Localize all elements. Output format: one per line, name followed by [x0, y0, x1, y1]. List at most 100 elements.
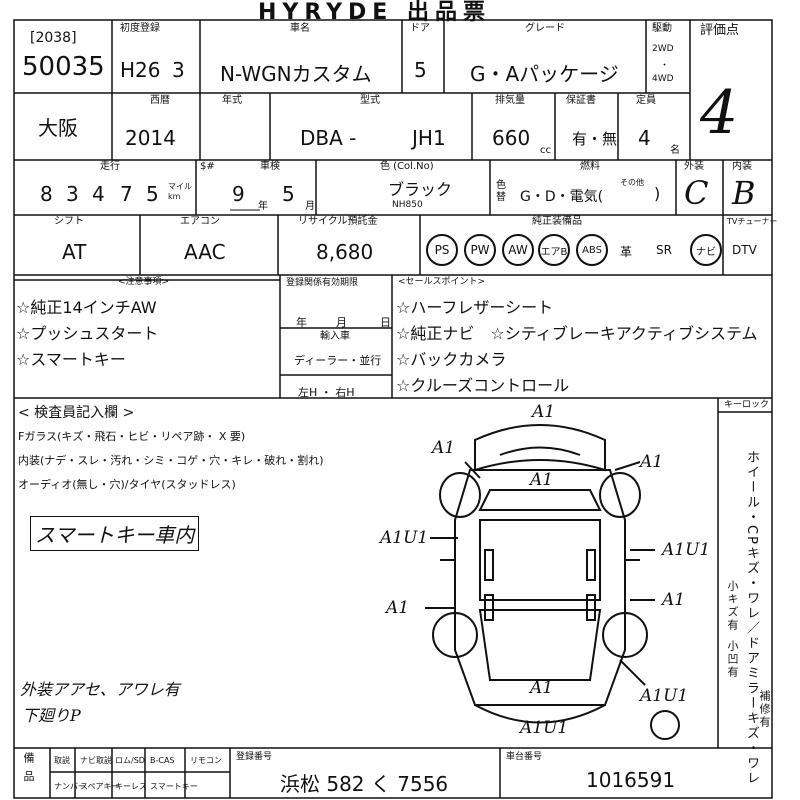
label-color: 色 (Col.No) — [380, 161, 434, 172]
page-title: HYRYDE 出品票 — [258, 0, 491, 25]
label-shift: シフト — [54, 216, 84, 227]
damage-mark-hood: A1 — [530, 470, 554, 490]
label-chassis: 車台番号 — [506, 752, 543, 762]
selling-point-3: ☆バックカメラ — [396, 350, 507, 369]
right-column-text: ホイール・CPキズ・ワレ／ドアミラーキズ・ワレ — [744, 450, 759, 786]
label-year-model: 年式 — [222, 95, 242, 106]
equip-abs: ABS — [576, 234, 608, 266]
label-color-change: 色 替 — [496, 180, 506, 203]
equip-navi: ナビ — [690, 234, 722, 266]
color-code: NH850 — [392, 200, 423, 210]
inspector-glass: Fガラス(キズ・飛石・ヒビ・リペア跡・ X 要) — [18, 430, 246, 443]
doors: 5 — [414, 58, 427, 82]
odo-digit-4: 7 — [120, 182, 133, 206]
handle-side: 左H ・ 右H — [298, 386, 355, 399]
fuel-other: その他 — [620, 178, 644, 187]
lot-bracket: [2038] — [30, 30, 77, 46]
displacement: 660 — [492, 126, 531, 150]
first-reg-era: H26 — [120, 58, 161, 82]
fuel-close: ) — [654, 184, 661, 203]
odo-units: マイル km — [168, 182, 192, 201]
inspection-month: 5 — [282, 182, 295, 206]
deadline-year: 年 — [296, 316, 307, 329]
label-drive: 駆動 — [652, 23, 672, 34]
label-interior: 内装 — [732, 161, 752, 172]
label-first-reg: 初度登録 — [120, 23, 160, 34]
label-aircon: エアコン — [180, 216, 220, 227]
exterior-grade: C — [684, 174, 709, 212]
damage-mark-left-door: A1U1 — [380, 528, 429, 548]
label-selling-points: <セールスポイント> — [398, 277, 486, 287]
odo-digit-5: 5 — [146, 182, 159, 206]
note-3: ☆スマートキー — [16, 350, 126, 369]
label-reg-deadline: 登録関係有効期限 — [286, 278, 359, 288]
model-code: JH1 — [412, 126, 446, 150]
label-recycle: リサイクル預託金 — [298, 216, 378, 227]
right-small-1: 小キズ有 — [726, 580, 739, 632]
chassis-number: 1016591 — [586, 768, 676, 792]
acc-plate: ナンバー — [54, 782, 86, 791]
label-notes: <注意事項> — [118, 277, 170, 287]
odo-digit-3: 4 — [92, 182, 105, 206]
equip-leather: 革 — [620, 245, 633, 259]
selling-point-4: ☆クルーズコントロール — [396, 376, 570, 395]
acc-rom-sd: ロム/SD — [115, 756, 145, 765]
capacity: 4 — [638, 126, 651, 150]
acc-spare-key: スペアキー — [80, 782, 120, 791]
right-small-2: 小凹有 — [726, 640, 739, 679]
acc-bcas: B-CAS — [150, 756, 175, 765]
label-tax: $# — [200, 161, 215, 172]
acc-manual: 取説 — [54, 756, 70, 765]
acc-navi-manual: ナビ取説 — [80, 756, 112, 765]
label-inspector: < 検査員記入欄 > — [18, 405, 135, 421]
label-capacity: 定員 — [636, 95, 656, 106]
handwritten-underbody-note: 下廻りP — [22, 706, 81, 725]
selling-point-1: ☆ハーフレザーシート — [396, 298, 554, 317]
note-1: ☆純正14インチAW — [16, 298, 157, 317]
equip-sunroof: SR — [656, 243, 672, 257]
label-capacity-unit: 名 — [670, 145, 680, 156]
label-warranty: 保証書 — [566, 95, 596, 106]
score: 4 — [700, 78, 739, 148]
deadline-day: 日 — [380, 316, 391, 329]
equip-pw: PW — [464, 234, 496, 266]
label-accessories: 備 品 — [22, 752, 35, 784]
label-reg-number: 登録番号 — [236, 752, 273, 762]
grade: G・Aパッケージ — [470, 62, 619, 86]
color: ブラック — [388, 180, 453, 199]
label-inspection: 車検 — [260, 161, 280, 172]
interior-grade: B — [732, 174, 756, 212]
first-reg-month: 3 — [172, 58, 185, 82]
label-exterior: 外装 — [684, 161, 704, 172]
label-mileage: 走行 — [100, 161, 120, 172]
region: 大阪 — [38, 116, 78, 140]
model-prefix: DBA - — [300, 126, 357, 150]
damage-mark-left-rear: A1 — [386, 598, 410, 618]
odo-digit-2: 3 — [66, 182, 79, 206]
shift: AT — [62, 240, 87, 264]
damage-mark-right-door: A1U1 — [662, 540, 711, 560]
damage-mark-rear-right: A1U1 — [640, 686, 689, 706]
drive-2wd: 2WD — [652, 44, 674, 54]
drive-4wd: 4WD — [652, 74, 674, 84]
handwritten-exterior-note: 外装アアセ、アワレ有 — [20, 680, 180, 699]
label-displacement: 排気量 — [495, 95, 525, 106]
import-options: ディーラー・並行 — [294, 354, 382, 367]
damage-mark-rear-bumper: A1U1 — [520, 718, 569, 738]
label-cc: cc — [540, 145, 551, 156]
warranty: 有・無 — [572, 130, 618, 148]
label-door: ドア — [410, 23, 430, 34]
inspector-interior: 内装(ナデ・スレ・汚れ・シミ・コゲ・穴・キレ・破れ・割れ) — [18, 454, 324, 467]
acc-keyless: キーレス — [115, 782, 147, 791]
inspection-year-unit: 年 — [258, 201, 268, 212]
label-car-name: 車名 — [290, 23, 310, 34]
label-score: 評価点 — [700, 23, 740, 38]
deadline-month: 月 — [336, 316, 347, 329]
label-keylock: キーロック — [724, 400, 770, 410]
damage-mark-trunk: A1 — [530, 678, 554, 698]
car-diagram — [425, 424, 680, 740]
label-import: 輸入車 — [320, 331, 350, 342]
damage-mark-right-rear: A1 — [662, 590, 686, 610]
lot-number: 50035 — [22, 52, 105, 82]
